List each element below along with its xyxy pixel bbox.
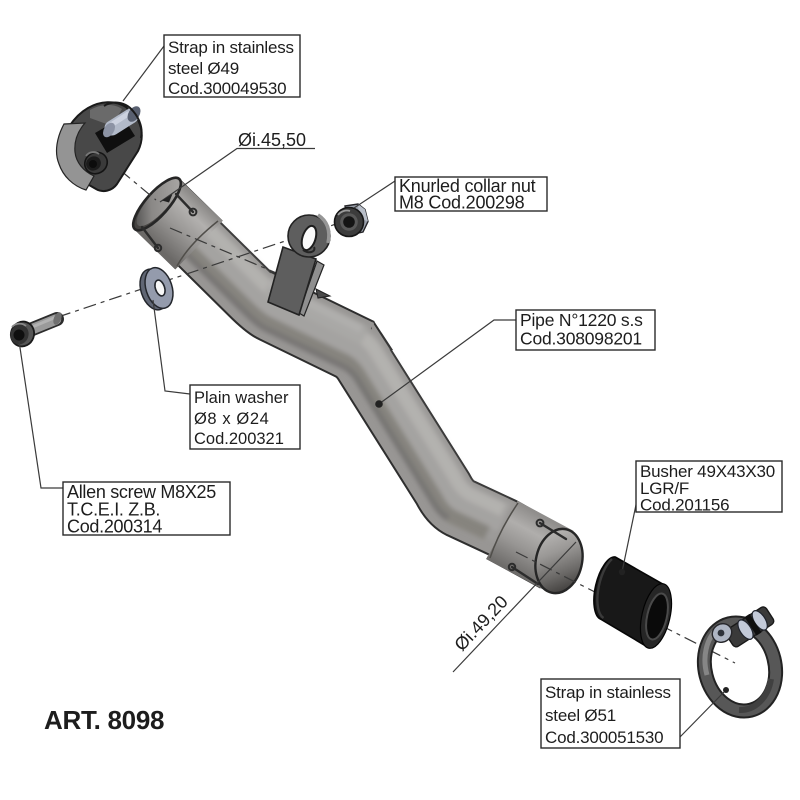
svg-text:Allen screw M8X25: Allen screw M8X25: [67, 482, 216, 502]
svg-text:Øi.49,20: Øi.49,20: [450, 592, 511, 655]
svg-text:M8 Cod.200298: M8 Cod.200298: [399, 193, 525, 213]
svg-text:Cod.200314: Cod.200314: [67, 517, 162, 537]
svg-text:ART. 8098: ART. 8098: [44, 705, 164, 735]
svg-text:Cod.300051530: Cod.300051530: [545, 728, 663, 747]
svg-text:Cod.300049530: Cod.300049530: [168, 79, 286, 98]
svg-text:Øi.45,50: Øi.45,50: [238, 130, 306, 150]
svg-text:steel Ø51: steel Ø51: [545, 706, 616, 725]
svg-text:Knurled collar nut: Knurled collar nut: [399, 176, 536, 196]
svg-text:Pipe N°1220 s.s: Pipe N°1220 s.s: [520, 310, 643, 330]
svg-text:T.C.E.I. Z.B.: T.C.E.I. Z.B.: [67, 500, 160, 520]
svg-text:LGR/F: LGR/F: [640, 479, 689, 498]
svg-text:Strap in stainless: Strap in stainless: [168, 38, 294, 57]
svg-text:Ø8 x Ø24: Ø8 x Ø24: [194, 410, 269, 428]
svg-text:steel Ø49: steel Ø49: [168, 59, 239, 78]
svg-text:Cod.201156: Cod.201156: [640, 496, 729, 515]
svg-text:Plain washer: Plain washer: [194, 389, 289, 407]
svg-text:Strap in stainless: Strap in stainless: [545, 683, 671, 702]
svg-text:Busher 49X43X30: Busher 49X43X30: [640, 462, 775, 481]
svg-text:Cod.308098201: Cod.308098201: [520, 329, 642, 349]
svg-text:Cod.200321: Cod.200321: [194, 430, 284, 448]
